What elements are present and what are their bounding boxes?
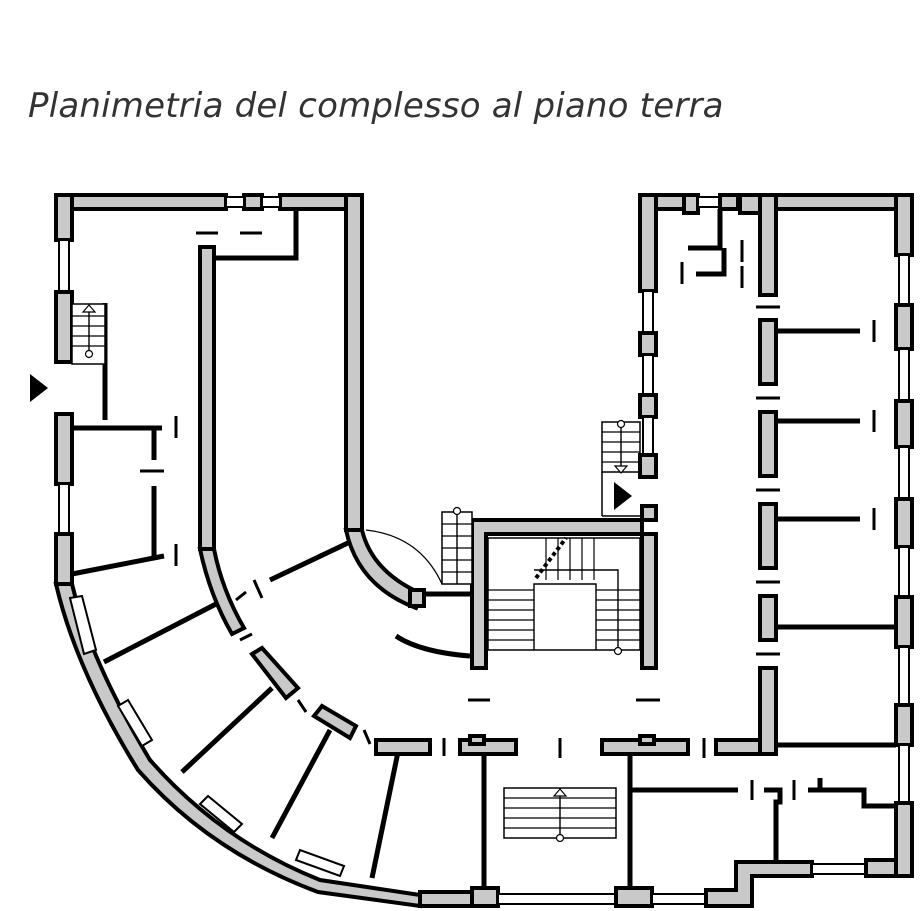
- partition: [688, 209, 723, 251]
- wall-segment: [894, 703, 914, 747]
- entrance-arrow-icon: [30, 374, 48, 402]
- stair-up-arrow-icon: [81, 304, 97, 313]
- curved-wall-block: [249, 645, 301, 701]
- window: [811, 863, 867, 875]
- wall-segment: [54, 290, 74, 364]
- corridor-wall: [758, 410, 778, 478]
- window: [497, 893, 617, 905]
- corridor-wall: [758, 318, 778, 386]
- radial-partition: [180, 686, 274, 774]
- window: [898, 646, 910, 706]
- wall-segment: [894, 801, 914, 878]
- wall-segment: [242, 193, 264, 211]
- partition: [696, 248, 727, 277]
- window: [642, 416, 654, 456]
- corridor-wall: [198, 245, 216, 551]
- window: [225, 196, 245, 208]
- radial-partition: [268, 539, 352, 583]
- window: [58, 239, 70, 293]
- wall-segment: [758, 193, 914, 211]
- stair-up-arrow-icon: [613, 465, 629, 474]
- wall-segment: [738, 193, 762, 215]
- left-stair: [71, 303, 106, 365]
- wall-segment: [894, 595, 914, 649]
- window: [898, 446, 910, 500]
- wall-segment: [638, 393, 658, 419]
- partition: [764, 787, 783, 862]
- partition: [71, 553, 165, 577]
- window: [898, 348, 910, 402]
- window: [898, 254, 910, 306]
- central-stair-enclosure: [470, 504, 658, 670]
- window: [651, 893, 707, 905]
- wall-segment: [638, 453, 658, 479]
- wall-segment: [638, 193, 658, 293]
- door-mark: [239, 632, 253, 642]
- wall-segment: [638, 734, 656, 746]
- window: [642, 354, 654, 396]
- corridor-wall: [758, 193, 778, 297]
- window: [697, 196, 721, 208]
- left-wing-outer-walls: [53, 193, 425, 909]
- window: [294, 848, 346, 878]
- wall-segment: [894, 497, 914, 549]
- partition: [214, 209, 299, 261]
- wall-segment: [54, 193, 228, 211]
- window: [58, 483, 70, 535]
- window: [898, 546, 910, 598]
- wall-segment: [54, 193, 74, 242]
- entrance-arrow-icon: [614, 482, 632, 510]
- window: [68, 594, 98, 656]
- central-block: [365, 419, 706, 758]
- window: [898, 744, 910, 804]
- wall-segment: [468, 734, 486, 746]
- window: [198, 794, 244, 834]
- wall-segment: [638, 331, 658, 357]
- curved-partition: [394, 633, 471, 659]
- wall-segment: [408, 588, 426, 608]
- corridor-wall: [758, 594, 778, 642]
- door-swing: [365, 529, 443, 585]
- wall-segment: [374, 738, 432, 756]
- left-wing-interior: [71, 209, 471, 879]
- door-mark: [235, 590, 247, 602]
- stair-up-arrow-icon: [552, 788, 568, 797]
- wall-segment: [470, 886, 500, 908]
- door-mark: [362, 729, 372, 745]
- wall-segment: [704, 860, 814, 908]
- wall-segment: [54, 412, 74, 486]
- window: [116, 698, 154, 748]
- radial-partition: [269, 728, 333, 840]
- wall-segment: [614, 886, 654, 908]
- wall-segment: [54, 532, 74, 586]
- corridor-wall: [758, 502, 778, 570]
- window: [261, 196, 281, 208]
- corridor-curved-wall: [197, 547, 247, 637]
- stair-cut-line: [534, 536, 568, 580]
- stair-well: [533, 583, 597, 650]
- radial-partition: [102, 601, 218, 665]
- wall-segment: [418, 890, 474, 908]
- page-title: Planimetria del complesso al piano terra: [28, 86, 724, 126]
- wall-segment: [718, 193, 740, 211]
- bottom-center: [418, 734, 914, 908]
- courtyard-wall: [344, 193, 364, 532]
- partition: [808, 787, 896, 809]
- door-mark: [252, 579, 264, 599]
- window: [642, 290, 654, 334]
- wall-segment: [894, 399, 914, 449]
- main-stair: [487, 537, 641, 651]
- radial-partition: [369, 751, 401, 879]
- curved-wall-block: [311, 703, 359, 741]
- wall-segment: [894, 303, 914, 351]
- right-wing: [630, 193, 914, 878]
- wall-segment: [682, 193, 700, 215]
- door-mark: [296, 699, 308, 713]
- wall-segment: [894, 193, 914, 257]
- corridor-wall: [758, 666, 778, 756]
